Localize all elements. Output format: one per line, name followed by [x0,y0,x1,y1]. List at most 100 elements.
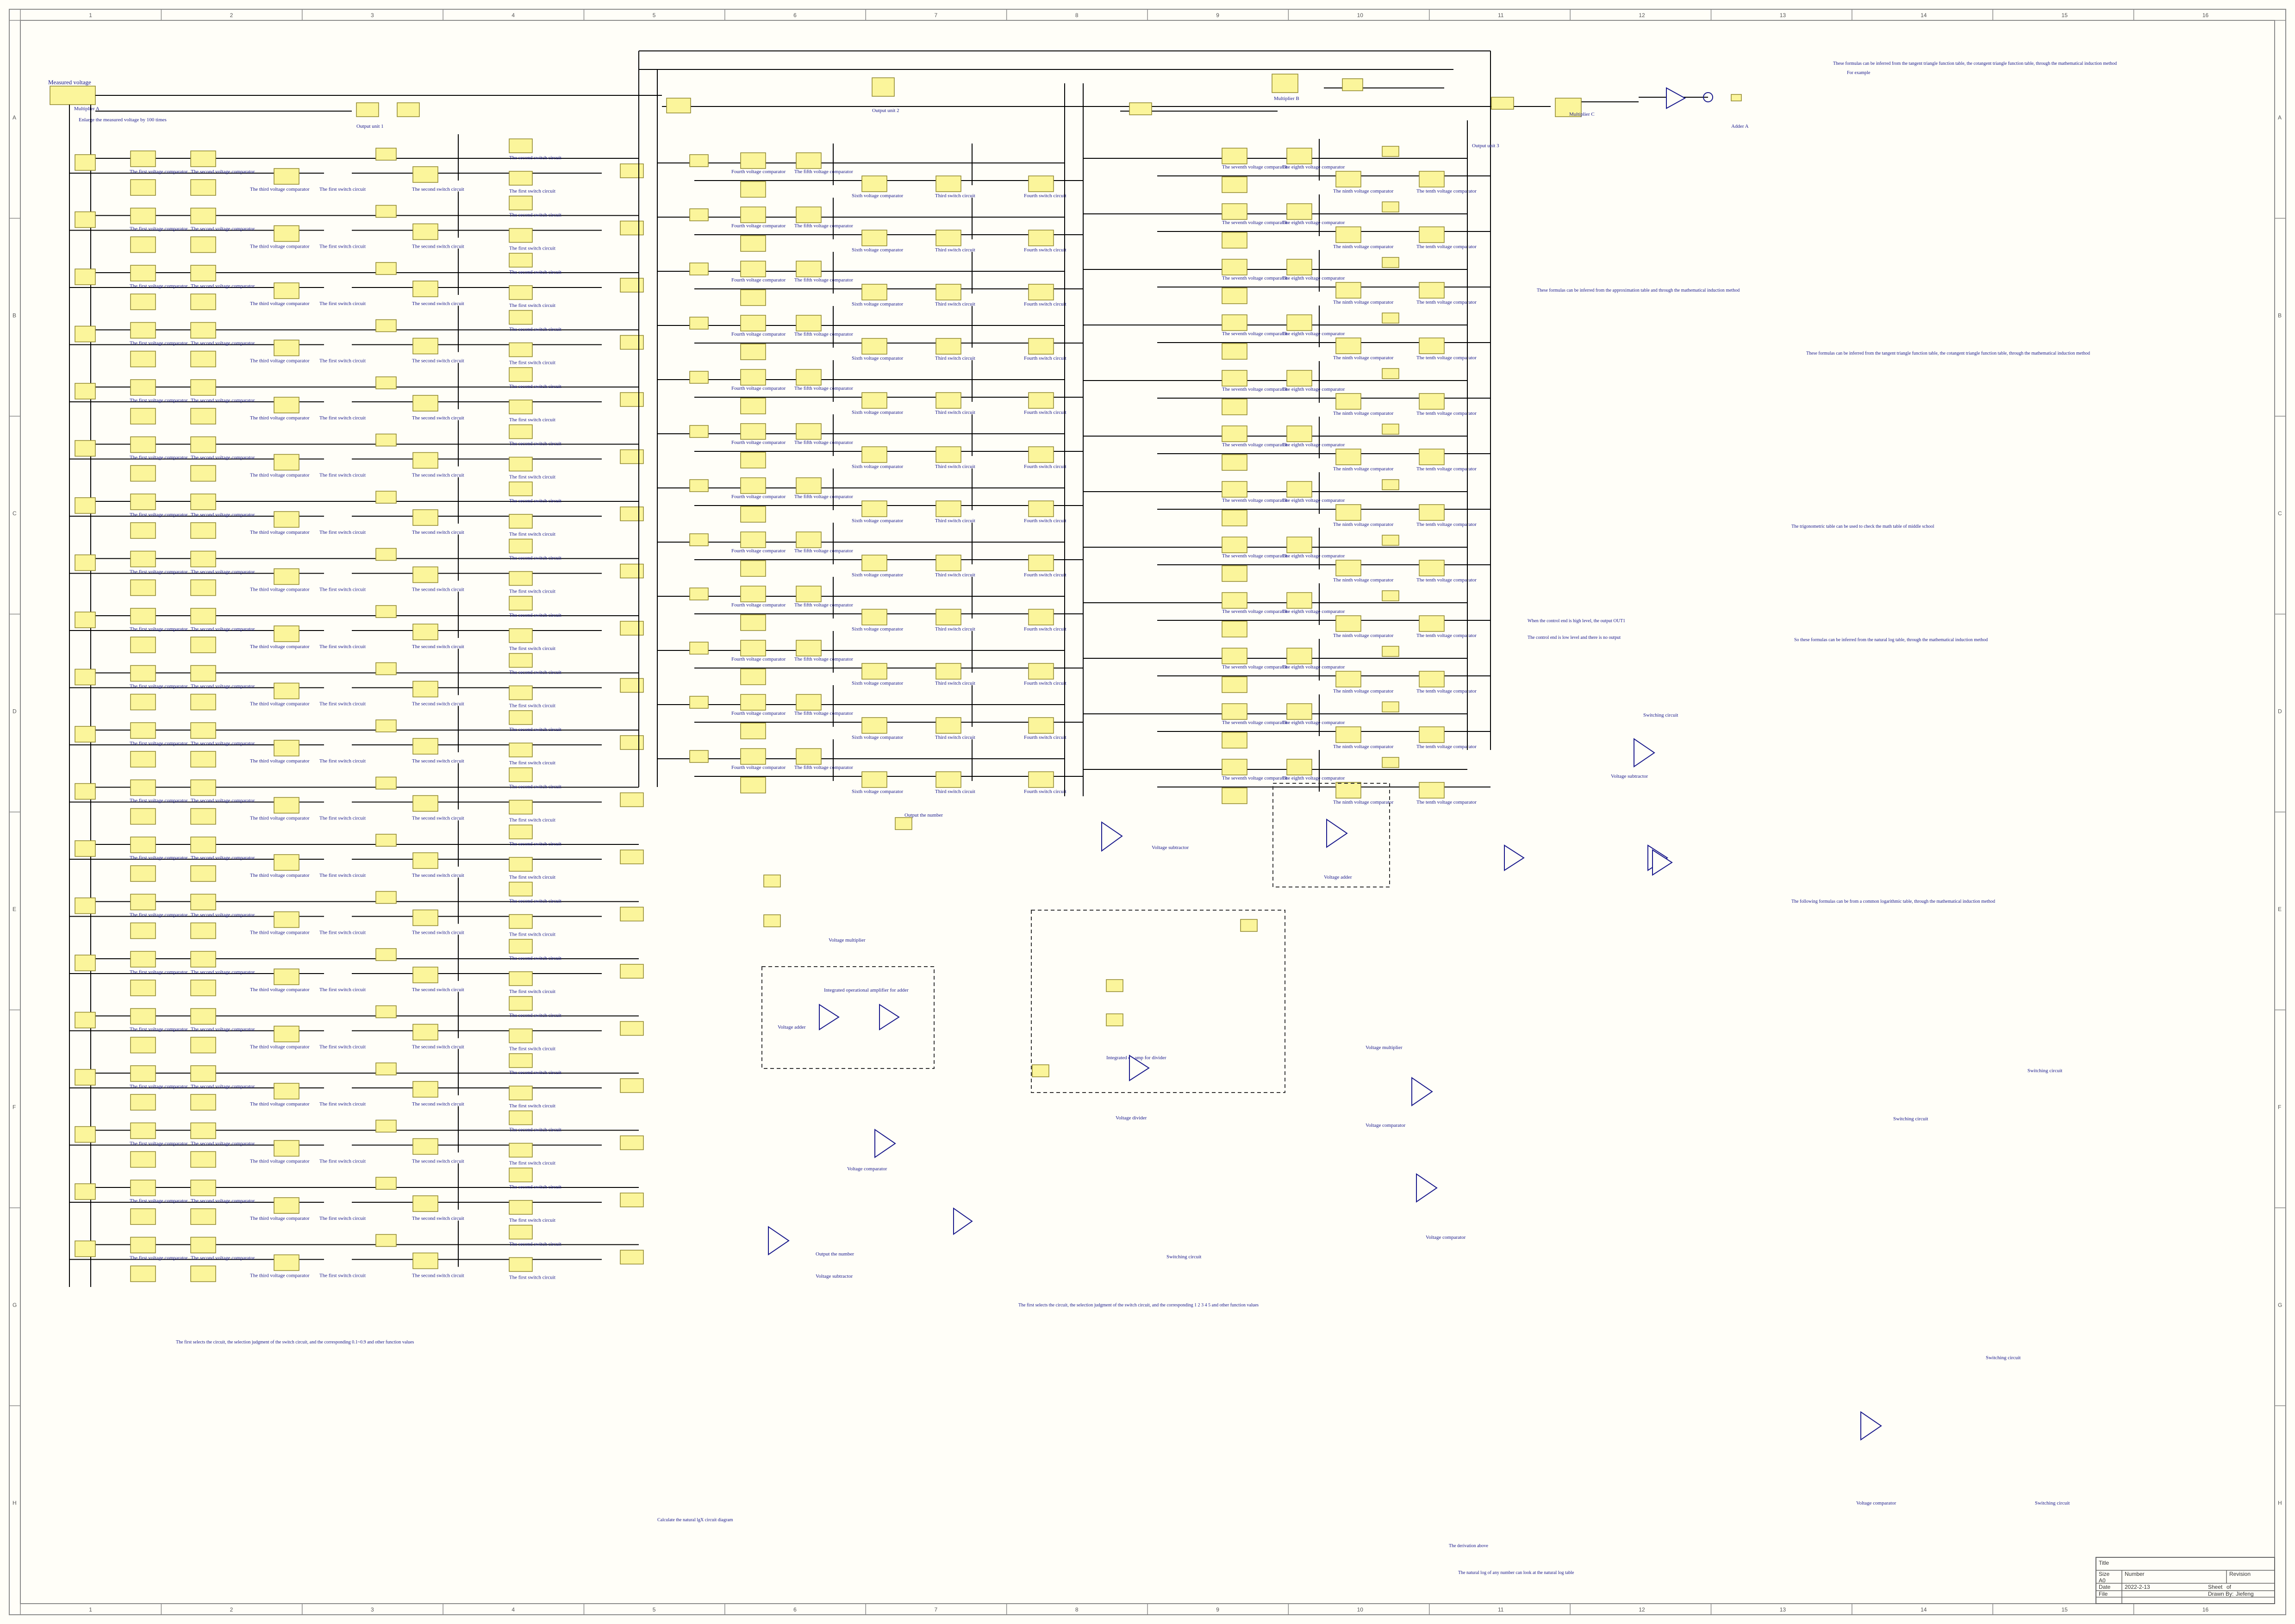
multiplier-c-label: Multiplier C [1569,112,1595,117]
zone-col-label: 10 [1357,12,1364,19]
fourth-switch-label: Fourth switch circuit [1024,518,1066,524]
second-comparator-label: The second voltage comparator [191,455,255,461]
third-comparator-label: The third voltage comparator [250,930,310,936]
voltage-divider-label: Voltage divider [1116,1115,1147,1121]
zone-col-label: 2 [230,12,233,19]
voltage-adder-2-label: Voltage adder [1324,874,1352,880]
second-comparator-label: The second voltage comparator [191,169,255,175]
ninth-comparator-label: The ninth voltage comparator [1333,577,1394,583]
first-switch-label: The first switch circuit [319,758,366,764]
zone-row-label: G [12,1302,17,1308]
zone-col-label: 9 [1216,12,1219,19]
note-trig-table: The trigonometric table can be used to c… [1791,524,1934,529]
zone-col-label: 12 [1639,1606,1645,1613]
fourth-comparator-label: Fourth voltage comparator [731,169,786,175]
second-switch-label: The second switch circuit [412,758,464,764]
zone-row-label: G [2278,1302,2282,1308]
second-switch-label: The second switch circuit [509,727,561,732]
zone-row-label: B [12,312,16,319]
third-comparator-label: The third voltage comparator [250,415,310,421]
first-comparator-label: The first voltage comparator [130,626,188,632]
second-switch-label: The second switch circuit [509,899,561,904]
first-switch-label: The first switch circuit [509,417,555,423]
second-switch-label: The second switch circuit [412,1044,464,1050]
fifth-comparator-label: The fifth voltage comparator [794,656,853,662]
sixth-comparator-label: Sixth voltage comparator [852,789,904,794]
first-switch-label: The first switch circuit [319,1216,366,1221]
second-switch-label: The second switch circuit [412,530,464,535]
integrated-divider-label: Integrated op amp for divider [1106,1055,1166,1061]
note-control-high: When the control end is high level, the … [1528,618,1625,624]
sixth-comparator-label: Sixth voltage comparator [852,626,904,632]
second-switch-label: The second switch circuit [509,269,561,275]
second-comparator-label: The second voltage comparator [191,398,255,403]
zone-row-label: D [12,708,17,714]
output-unit-3-label: Output unit 3 [1472,143,1499,149]
zone-col-label: 16 [2202,12,2209,19]
measured-voltage-block [50,86,96,105]
zone-col-label: 14 [1921,1606,1927,1613]
third-switch-label: Third switch circuit [935,464,975,469]
tb-title: Title [2099,1560,2109,1566]
ninth-comparator-label: The ninth voltage comparator [1333,744,1394,750]
sixth-comparator-label: Sixth voltage comparator [852,356,904,361]
zone-row-label: E [2278,906,2282,912]
first-switch-label: The first switch circuit [319,358,366,364]
zone-row-label: D [2278,708,2282,714]
second-switch-label: The second switch circuit [509,556,561,561]
second-switch-label: The second switch circuit [412,873,464,878]
first-switch-label: The first switch circuit [509,589,555,594]
first-comparator-label: The first voltage comparator [130,283,188,289]
fourth-comparator-label: Fourth voltage comparator [731,602,786,608]
ninth-comparator-label: The ninth voltage comparator [1333,355,1394,361]
third-comparator-label: The third voltage comparator [250,987,310,993]
first-comparator-label: The first voltage comparator [130,741,188,746]
fourth-comparator-label: Fourth voltage comparator [731,223,786,229]
second-comparator-label: The second voltage comparator [191,1141,255,1147]
second-comparator-label: The second voltage comparator [191,226,255,232]
ninth-comparator-label: The ninth voltage comparator [1333,466,1394,472]
adder-dashed-box-2 [1272,783,1390,887]
outer-frame [9,9,2286,1615]
first-comparator-label: The first voltage comparator [130,455,188,461]
zone-col-label: 10 [1357,1606,1364,1613]
fifth-comparator-label: The fifth voltage comparator [794,331,853,337]
second-switch-label: The second switch circuit [509,212,561,218]
third-comparator-label: The third voltage comparator [250,1101,310,1107]
switching-circuit-2-label: Switching circuit [1643,712,1678,718]
first-comparator-label: The first voltage comparator [130,1255,188,1261]
third-switch-label: Third switch circuit [935,735,975,740]
third-switch-label: Third switch circuit [935,681,975,686]
voltage-multiplier-2-label: Voltage multiplier [1366,1045,1403,1050]
first-switch-label: The first switch circuit [509,531,555,537]
note-derivation: The derivation above [1449,1543,1489,1549]
tenth-comparator-label: The tenth voltage comparator [1416,744,1477,750]
second-switch-label: The second switch circuit [509,1242,561,1247]
second-switch-label: The second switch circuit [509,612,561,618]
first-switch-label: The first switch circuit [509,1275,555,1280]
first-switch-label: The first switch circuit [509,932,555,937]
third-switch-label: Third switch circuit [935,518,975,524]
first-switch-label: The first switch circuit [509,1103,555,1109]
tenth-comparator-label: The tenth voltage comparator [1416,355,1477,361]
output-unit-1-label: Output unit 1 [356,124,384,129]
sixth-comparator-label: Sixth voltage comparator [852,247,904,253]
zone-row-label: A [2278,114,2282,121]
zone-col-label: 13 [1780,1606,1786,1613]
fourth-comparator-label: Fourth voltage comparator [731,494,786,500]
third-comparator-label: The third voltage comparator [250,816,310,821]
seventh-comparator-label: The seventh voltage comparator [1222,220,1288,225]
first-comparator-label: The first voltage comparator [130,1141,188,1147]
zone-col-label: 2 [230,1606,233,1613]
fourth-comparator-label: Fourth voltage comparator [731,548,786,554]
fourth-comparator-label: Fourth voltage comparator [731,331,786,337]
fourth-switch-label: Fourth switch circuit [1024,464,1066,469]
second-switch-label: The second switch circuit [412,644,464,650]
tb-size-value: A0 [2099,1577,2106,1584]
first-switch-label: The first switch circuit [319,816,366,821]
tenth-comparator-label: The tenth voltage comparator [1416,244,1477,250]
third-comparator-label: The third voltage comparator [250,587,310,593]
eighth-comparator-label: The eighth voltage comparator [1282,609,1345,614]
